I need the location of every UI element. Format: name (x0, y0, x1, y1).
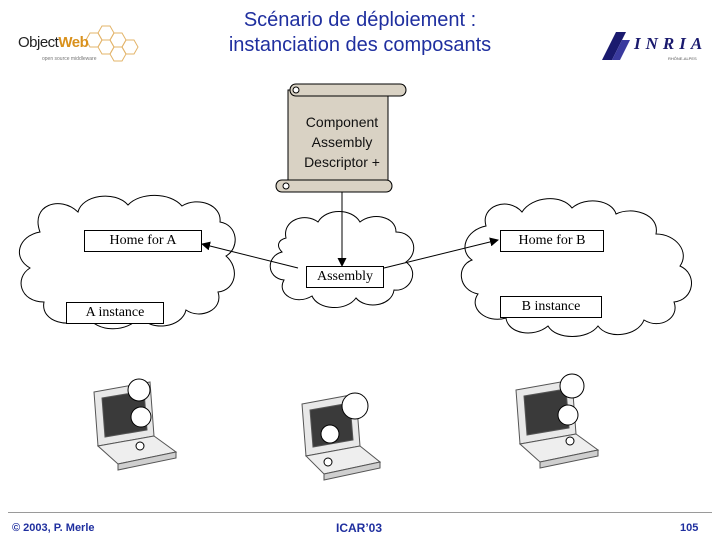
a-instance-box: A instance (66, 302, 164, 324)
title-line-2: instanciation des composants (228, 34, 492, 56)
inria-wordmark: INRIA (634, 34, 708, 53)
footer-divider (8, 512, 712, 513)
hexagon-logo-icon (85, 25, 139, 62)
page-number: 105 (680, 522, 699, 534)
title-line-1: Scénario de déploiement : (243, 9, 477, 31)
objectweb-logo: ObjectWeb open source middleware (12, 22, 142, 72)
descriptor-label: Component Assembly Descriptor + (304, 114, 380, 170)
objectweb-tagline: open source middleware (42, 56, 97, 62)
assembly-box: Assembly (306, 266, 384, 288)
assembly-to-home-a-arrow (201, 241, 299, 269)
inria-emblem-icon (602, 32, 630, 60)
assembly-to-home-b-arrow (383, 237, 499, 269)
process-bubbles-right (557, 373, 585, 446)
footer-event: ICAR’03 (336, 521, 383, 535)
inria-logo: INRIA RHÔNE-ALPES (598, 28, 716, 68)
process-bubbles-middle (320, 392, 369, 467)
process-bubbles-left (127, 378, 152, 451)
footer-author: © 2003, P. Merle (12, 522, 95, 534)
home-for-a-box: Home for A (84, 230, 202, 252)
scroll-icon (275, 83, 407, 193)
objectweb-wordmark: ObjectWeb (18, 34, 89, 51)
home-for-b-box: Home for B (500, 230, 604, 252)
b-instance-box: B instance (500, 296, 602, 318)
laptop-icon (515, 379, 600, 469)
slide-title: Scénario de déploiement : instanciation … (150, 8, 570, 58)
cloud-icon (19, 194, 236, 330)
inria-subtitle: RHÔNE-ALPES (668, 56, 697, 61)
